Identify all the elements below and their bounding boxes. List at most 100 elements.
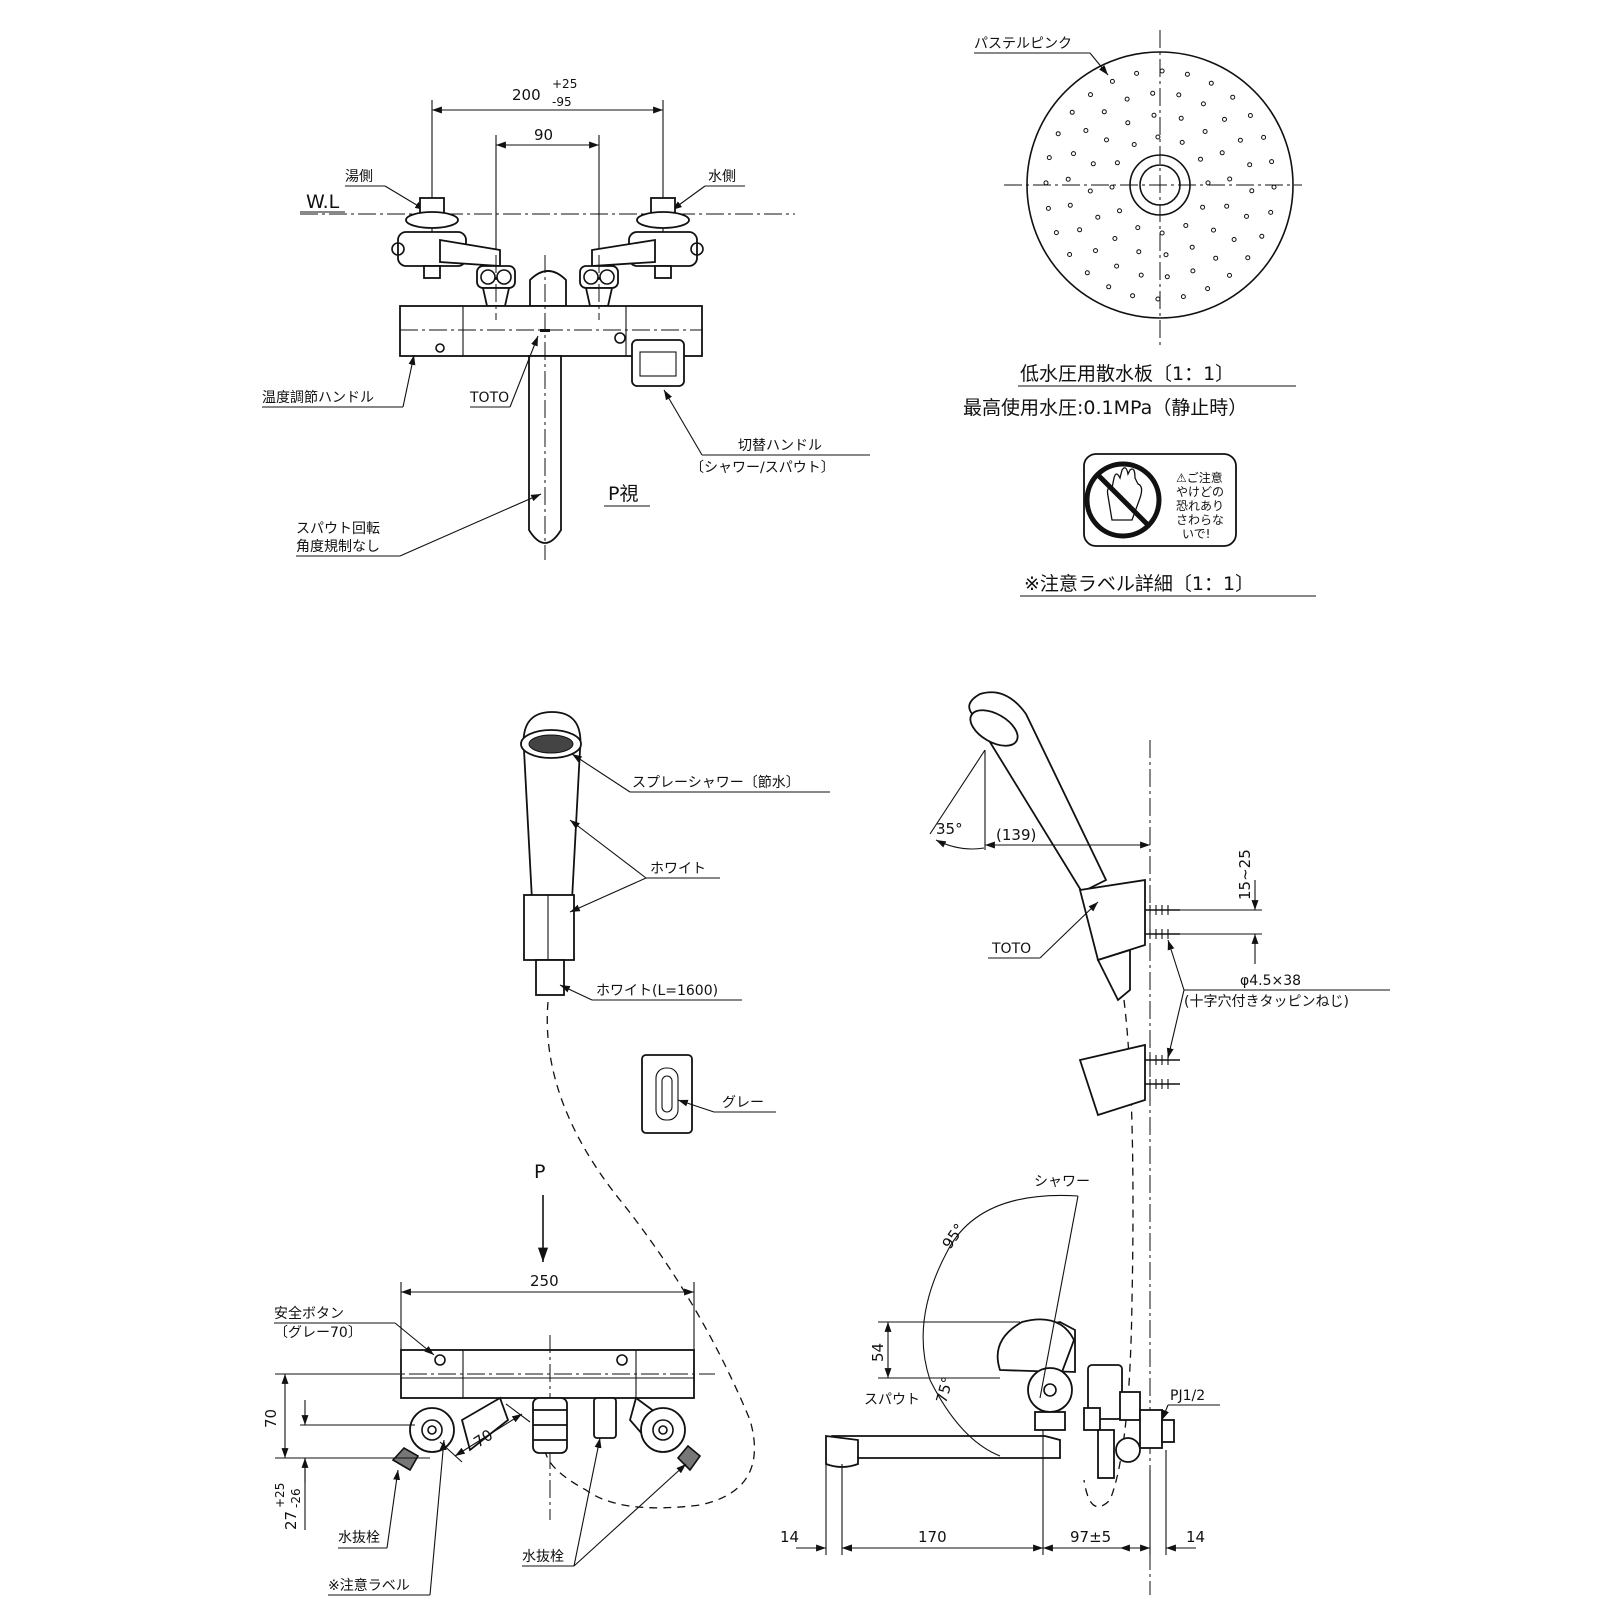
tol-plus25: +25 bbox=[552, 77, 577, 91]
spray-hole bbox=[1083, 128, 1089, 133]
p-label: P bbox=[534, 1161, 545, 1183]
spray-hole bbox=[1200, 101, 1206, 107]
spray-hole bbox=[1104, 137, 1109, 143]
spray-hole bbox=[1205, 286, 1211, 292]
dim-139: (139) bbox=[996, 826, 1036, 844]
p-view-label: P視 bbox=[608, 483, 638, 505]
switch-handle-label: 切替ハンドル bbox=[738, 438, 822, 454]
spray-hole bbox=[1189, 244, 1195, 250]
spray-hole bbox=[1164, 274, 1170, 280]
grey-label: グレー bbox=[722, 1095, 764, 1111]
spray-hole bbox=[1053, 230, 1059, 236]
spray-hole bbox=[1247, 113, 1253, 118]
spray-hole bbox=[1136, 249, 1142, 255]
safety-button-label: 安全ボタン bbox=[274, 1305, 344, 1322]
spray-hole bbox=[1130, 293, 1136, 299]
safety-button-sub: 〔グレー70〕 bbox=[274, 1325, 362, 1341]
dim-70-vertical: 70 bbox=[262, 1409, 280, 1428]
spray-hole bbox=[1213, 255, 1219, 261]
spray-hole bbox=[1125, 120, 1131, 126]
spray-hole bbox=[1211, 227, 1216, 233]
dim-14-right: 14 bbox=[1186, 1528, 1205, 1546]
spray-hole bbox=[1106, 284, 1112, 290]
toto-label-side: TOTO bbox=[991, 941, 1031, 957]
pastel-pink-label: パステルピンク bbox=[974, 36, 1072, 52]
spray-hole bbox=[1131, 142, 1137, 147]
spray-hole bbox=[1043, 180, 1049, 186]
screw-icons bbox=[1145, 905, 1180, 1089]
spout-rotation-label-1: スパウト回転 bbox=[296, 521, 380, 537]
dim-54: 54 bbox=[869, 1343, 887, 1362]
spray-hole bbox=[1155, 296, 1161, 302]
spray-hole bbox=[1184, 71, 1190, 77]
spray-hole bbox=[1134, 70, 1140, 76]
spray-hole bbox=[1046, 155, 1052, 161]
spray-hole bbox=[1065, 176, 1071, 182]
spray-hole bbox=[1237, 137, 1243, 143]
spray-hole bbox=[1202, 129, 1208, 134]
caution-line-1: ⚠ご注意 bbox=[1176, 470, 1223, 485]
water-line-label: W.L bbox=[306, 191, 340, 213]
spray-hole bbox=[1150, 90, 1156, 96]
spout-label: スパウト bbox=[864, 1392, 920, 1408]
spray-hole bbox=[1055, 131, 1061, 137]
spray-hole bbox=[1087, 188, 1093, 194]
angle-75: 75° bbox=[932, 1375, 956, 1405]
spray-hole bbox=[1067, 202, 1073, 208]
spray-hole bbox=[1067, 252, 1073, 257]
caution-line-4: さわらな bbox=[1176, 513, 1224, 527]
white-label: ホワイト bbox=[650, 861, 706, 877]
drain-plug-label-2: 水抜栓 bbox=[522, 1549, 564, 1565]
spray-hole bbox=[1271, 184, 1277, 190]
white-hose-label: ホワイト(L=1600) bbox=[596, 983, 718, 999]
front-view: 200 +25 -95 90 W.L 湯側 水側 bbox=[262, 77, 870, 560]
spray-hole bbox=[1159, 230, 1165, 236]
dim-97: 97±5 bbox=[1070, 1528, 1111, 1546]
spray-hole bbox=[1227, 272, 1232, 278]
shower-label: シャワー bbox=[1034, 1174, 1090, 1190]
spray-hole bbox=[1095, 214, 1101, 220]
caution-label-text: ⚠ご注意 やけどの 恐れあり さわらな いで! bbox=[1176, 470, 1224, 541]
cold-side-label: 水側 bbox=[708, 169, 736, 185]
spray-hole bbox=[1176, 92, 1182, 98]
dim-250: 250 bbox=[530, 1272, 559, 1290]
shower-plate-view: パステルピンク 低水圧用散水板〔1：1〕 最高使用水圧:0.1MPa（静止時） … bbox=[963, 30, 1316, 597]
spray-hole bbox=[1101, 109, 1107, 115]
spray-hole bbox=[1155, 134, 1161, 140]
temp-handle-label: 温度調節ハンドル bbox=[262, 389, 374, 406]
spray-hole bbox=[1178, 115, 1184, 121]
spray-hole bbox=[1180, 294, 1186, 300]
caution-line-2: やけどの bbox=[1176, 485, 1224, 499]
spray-hole bbox=[1114, 160, 1120, 166]
spray-hole bbox=[1163, 252, 1169, 258]
spray-hole bbox=[1259, 233, 1265, 239]
spray-hole bbox=[1077, 227, 1083, 233]
spray-hole bbox=[1069, 109, 1075, 115]
dim-200: 200 bbox=[512, 86, 541, 104]
spray-hole bbox=[1088, 92, 1093, 98]
spray-hole bbox=[1109, 78, 1115, 84]
spray-hole bbox=[1227, 176, 1233, 182]
spray-hole bbox=[1224, 203, 1230, 209]
spray-hole bbox=[1249, 188, 1255, 194]
spray-hole bbox=[1231, 237, 1237, 242]
dim-90: 90 bbox=[534, 126, 553, 144]
top-view: スプレーシャワー〔節水〕 ホワイト ホワイト(L=1600) グレー P 250 bbox=[262, 711, 830, 1596]
dim-27: 27 bbox=[282, 1511, 300, 1530]
tol-27-minus: -26 bbox=[289, 1488, 303, 1508]
angle-35: 35° bbox=[936, 820, 963, 838]
spout-rotation-label-2: 角度規制なし bbox=[296, 539, 380, 555]
dim-14-left: 14 bbox=[780, 1528, 799, 1546]
hot-side-label: 湯側 bbox=[345, 168, 373, 185]
toto-label-front: TOTO bbox=[469, 390, 509, 406]
spray-hole bbox=[1084, 270, 1090, 276]
angle-95: 95° bbox=[939, 1220, 969, 1252]
spray-hole bbox=[1093, 248, 1098, 254]
spray-hole bbox=[1138, 272, 1144, 278]
spray-hole bbox=[1183, 223, 1189, 228]
spray-hole bbox=[1179, 139, 1185, 145]
switch-handle-sub: 〔シャワー/スパウト〕 bbox=[690, 460, 835, 476]
spray-hole bbox=[1071, 151, 1076, 157]
dim-15-25: 15~25 bbox=[1236, 849, 1254, 900]
